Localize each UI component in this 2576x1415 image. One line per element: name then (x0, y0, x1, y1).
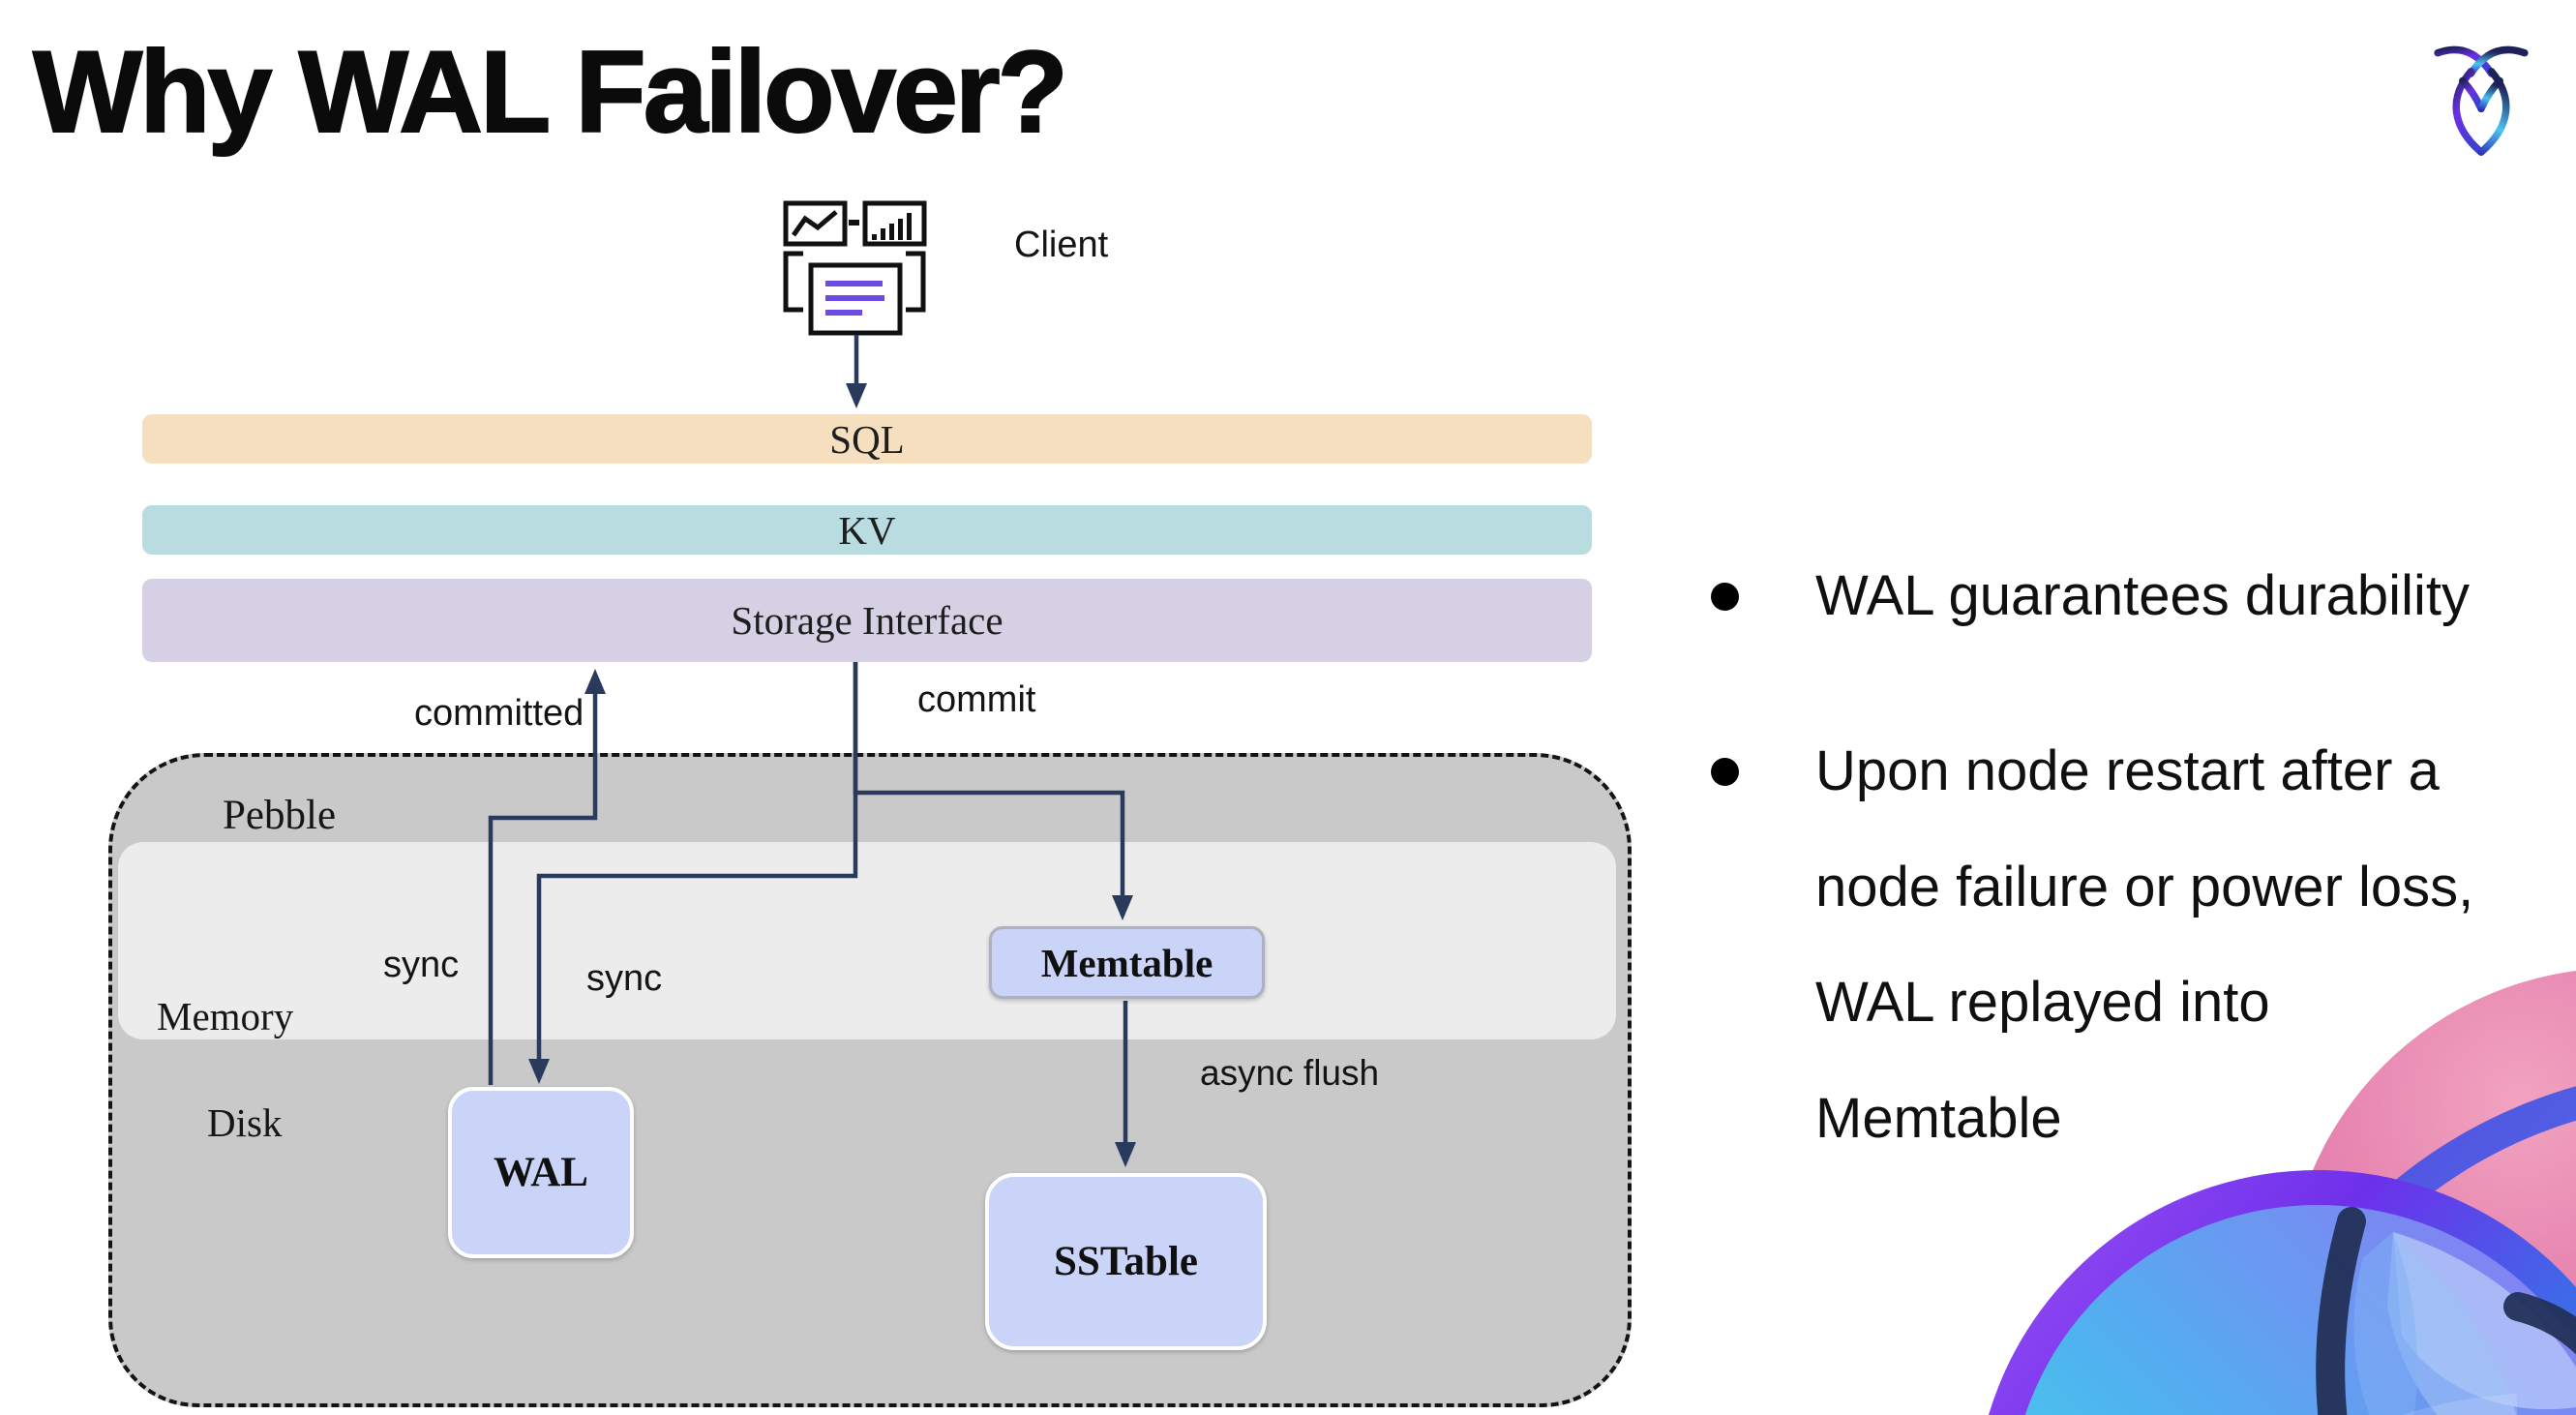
layer-storage-interface: Storage Interface (142, 579, 1592, 662)
bullet-item: Upon node restart after a node failure o… (1701, 713, 2504, 1176)
layer-storage-label: Storage Interface (731, 598, 1003, 643)
bullet-text: Upon node restart after a node failure o… (1815, 739, 2474, 1150)
brand-roach-strokes (2316, 1207, 2576, 1415)
bullet-dot (1711, 583, 1739, 611)
client-monitors-icon (783, 200, 927, 336)
wal-node: WAL (448, 1087, 634, 1258)
bullet-list: WAL guarantees durability Upon node rest… (1701, 538, 2504, 1236)
bullet-text: WAL guarantees durability (1815, 564, 2470, 627)
layer-kv: KV (142, 505, 1592, 555)
layer-kv-label: KV (838, 507, 896, 553)
memtable-label: Memtable (1040, 940, 1213, 985)
client-doc-lines (825, 281, 884, 316)
memtable-node: Memtable (989, 926, 1265, 999)
pebble-label: Pebble (223, 793, 337, 838)
wal-label: WAL (494, 1150, 588, 1195)
sstable-node: SSTable (985, 1173, 1267, 1350)
slide-title: Why WAL Failover? (32, 26, 1069, 158)
memory-region (118, 842, 1616, 1039)
brand-graphic (1989, 971, 2576, 1415)
layer-sql-label: SQL (829, 416, 905, 462)
disk-label: Disk (207, 1100, 283, 1145)
memory-label: Memory (157, 994, 294, 1039)
bullet-dot (1711, 758, 1739, 787)
cockroachdb-logo-icon (2434, 45, 2529, 156)
commit-edge-label: commit (917, 679, 1036, 720)
layer-sql: SQL (142, 414, 1592, 464)
bullet-item: WAL guarantees durability (1701, 538, 2504, 653)
committed-edge-label: committed (414, 693, 584, 734)
async-flush-edge-label: async flush (1200, 1053, 1380, 1093)
sync-right-edge-label: sync (586, 958, 663, 999)
brand-leaf-fan (2353, 1232, 2576, 1415)
sync-left-edge-label: sync (383, 945, 460, 985)
sstable-label: SSTable (1053, 1239, 1198, 1284)
client-label: Client (1014, 225, 1109, 265)
